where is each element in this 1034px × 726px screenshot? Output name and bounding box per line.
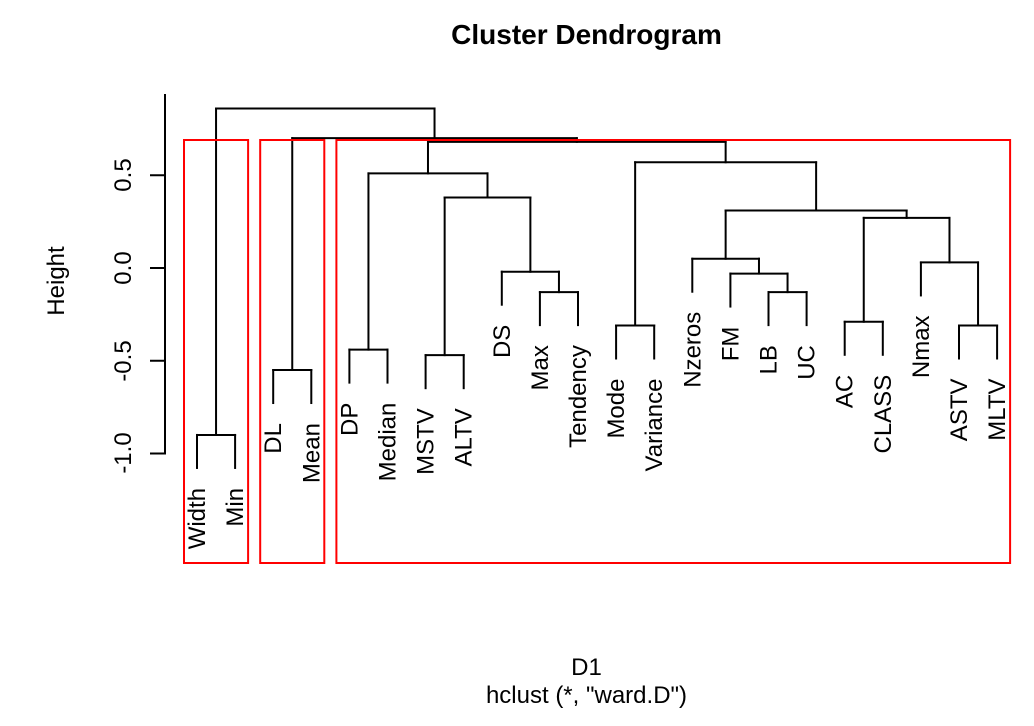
leaf-label-tendency: Tendency [565, 345, 592, 448]
leaf-label-dp: DP [336, 403, 363, 436]
leaf-label-nzeros: Nzeros [679, 312, 706, 388]
leaf-label-mode: Mode [603, 379, 630, 439]
leaf-label-ac: AC [832, 375, 859, 408]
leaf-label-class: CLASS [870, 375, 897, 454]
leaf-label-max: Max [527, 345, 554, 390]
leaf-label-variance: Variance [641, 379, 668, 472]
leaf-label-astv: ASTV [946, 379, 973, 442]
cluster-box [183, 139, 250, 564]
leaf-label-mean: Mean [298, 423, 325, 483]
y-tick-label-neg1-0: -1.0 [110, 432, 137, 474]
y-tick-label-0-0: 0.0 [110, 251, 137, 285]
leaf-label-dl: DL [260, 423, 287, 454]
subtitle-hclust: hclust (*, "ward.D") [485, 682, 688, 709]
leaf-label-mstv: MSTV [413, 408, 440, 475]
y-axis-label: Height [43, 246, 70, 316]
leaf-label-width: Width [184, 488, 211, 549]
y-tick-label-0-5: 0.5 [110, 158, 137, 192]
x-axis-label: D1 [571, 654, 602, 681]
cluster-box [259, 139, 326, 564]
chart-title: Cluster Dendrogram [451, 19, 722, 50]
leaf-label-lb: LB [756, 345, 783, 374]
leaf-label-median: Median [375, 403, 402, 482]
leaf-label-uc: UC [794, 345, 821, 380]
leaf-label-nmax: Nmax [908, 315, 935, 378]
y-tick-label-neg0-5: -0.5 [110, 340, 137, 382]
leaf-label-mltv: MLTV [984, 379, 1011, 441]
leaf-label-altv: ALTV [451, 408, 478, 466]
leaf-label-ds: DS [489, 325, 516, 358]
cluster-box [335, 139, 1012, 564]
leaf-label-fm: FM [717, 327, 744, 362]
leaf-label-min: Min [222, 488, 249, 527]
